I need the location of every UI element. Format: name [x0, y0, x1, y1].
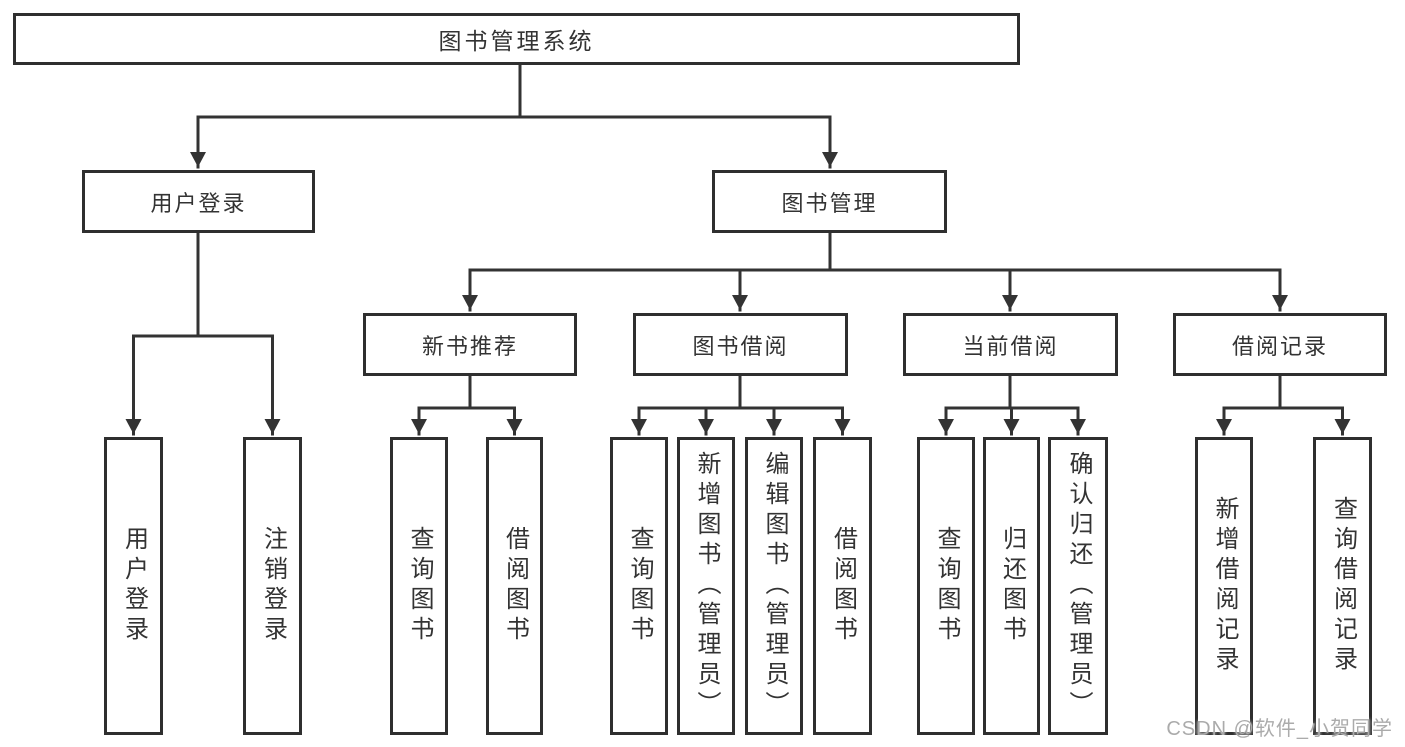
node-login-leaf: 用户登录: [104, 437, 163, 735]
node-current-confirm-return-admin: 确认归还（管理员）: [1048, 437, 1108, 735]
node-current-borrowing: 当前借阅: [903, 313, 1118, 376]
node-borrowing-add-books-admin: 新增图书（管理员）: [677, 437, 735, 735]
node-borrowing-records: 借阅记录: [1173, 313, 1387, 376]
node-logout-leaf: 注销登录: [243, 437, 302, 735]
node-new-book-recommendation: 新书推荐: [363, 313, 577, 376]
node-book-borrowing: 图书借阅: [633, 313, 848, 376]
node-book-management: 图书管理: [712, 170, 947, 233]
node-borrowing-edit-books-admin: 编辑图书（管理员）: [745, 437, 803, 735]
csdn-watermark: CSDN @软件_小贺同学: [1166, 718, 1393, 740]
node-records-add-record: 新增借阅记录: [1195, 437, 1253, 735]
node-current-return-books: 归还图书: [983, 437, 1040, 735]
node-current-query-books: 查询图书: [917, 437, 975, 735]
node-recommend-borrow-books: 借阅图书: [486, 437, 543, 735]
node-user-login: 用户登录: [82, 170, 315, 233]
node-recommend-query-books: 查询图书: [390, 437, 448, 735]
node-borrowing-borrow-books: 借阅图书: [813, 437, 872, 735]
node-system-root: 图书管理系统: [13, 13, 1020, 65]
node-records-query-record: 查询借阅记录: [1313, 437, 1372, 735]
node-borrowing-query-books: 查询图书: [610, 437, 668, 735]
